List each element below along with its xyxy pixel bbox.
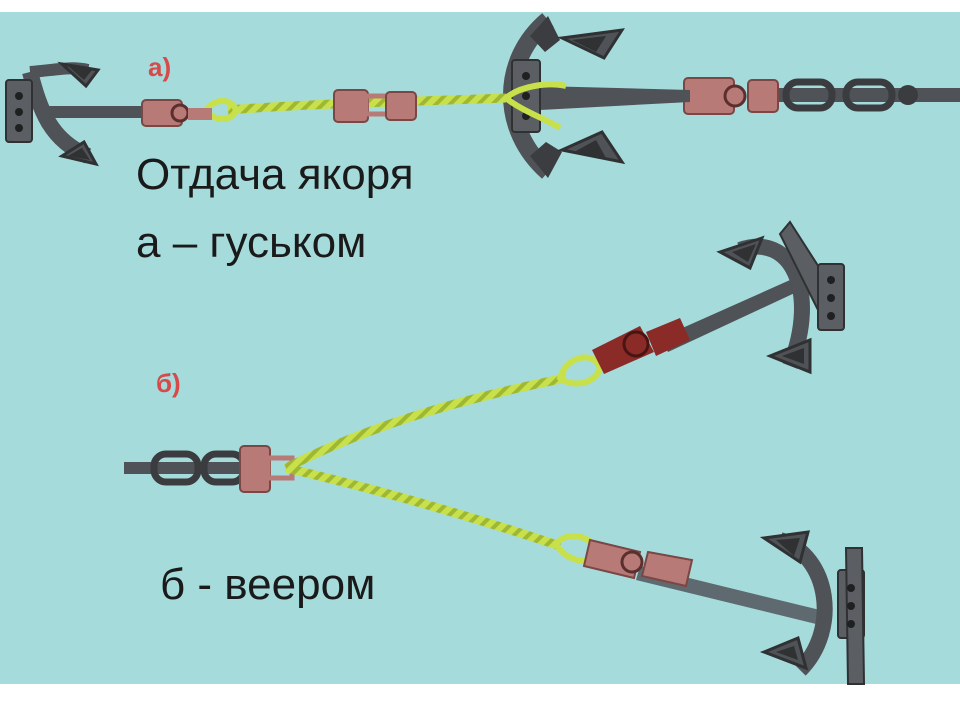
- shackle-icon: [141, 99, 212, 127]
- shackle-icon: [683, 77, 779, 115]
- pennant-rope-upper: [283, 354, 604, 473]
- anchor-icon: [592, 220, 845, 375]
- rope-icon: [504, 81, 567, 131]
- shackle-icon: [333, 89, 417, 123]
- caption-b: б - веером: [160, 560, 376, 609]
- anchor-icon: [5, 61, 160, 167]
- caption-a-line1: Отдача якоря: [136, 150, 414, 199]
- shackle-icon: [582, 538, 694, 588]
- tag-b: б): [156, 368, 181, 398]
- anchor-icon: [582, 530, 866, 685]
- shackle-icon: [592, 318, 690, 374]
- anchor-icon: [503, 13, 690, 179]
- tag-a: а): [148, 52, 172, 82]
- caption-a-line2: а – гуськом: [136, 218, 367, 267]
- anchor-chain-a: [760, 78, 960, 112]
